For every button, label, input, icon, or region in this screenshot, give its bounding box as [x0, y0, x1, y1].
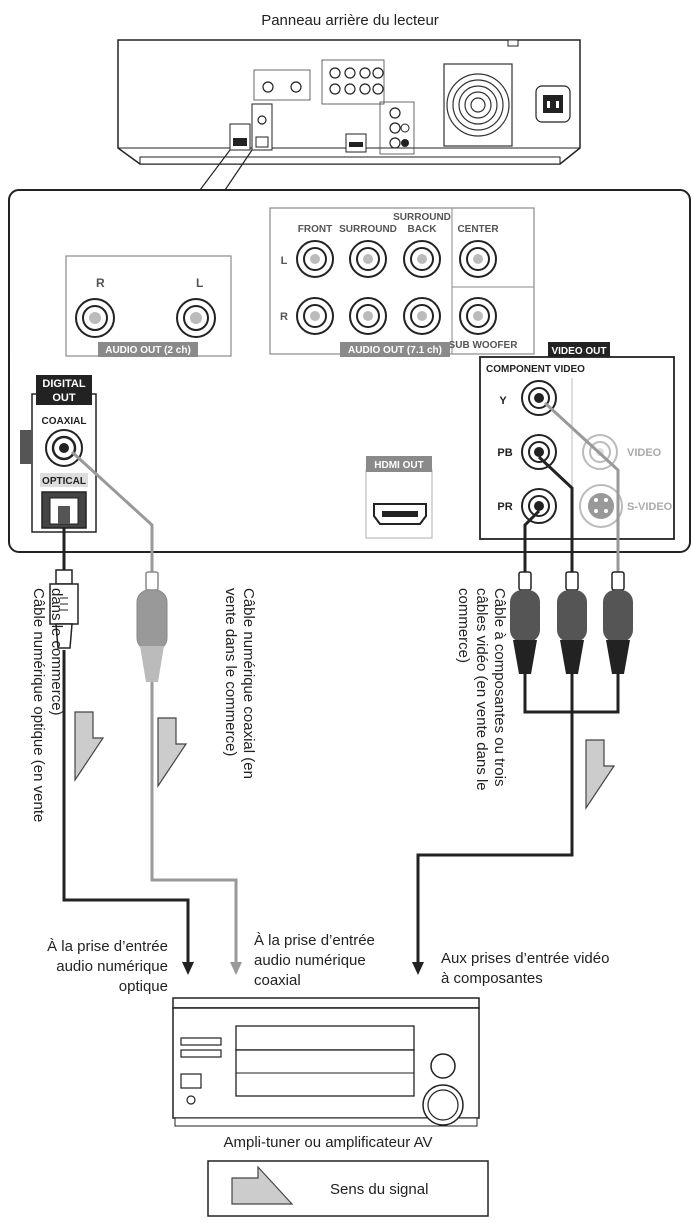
y-label: Y — [499, 395, 507, 407]
label-surround: SURROUND — [339, 224, 397, 235]
coaxial-input-label-3: coaxial — [254, 972, 301, 989]
mini-jack — [262, 81, 274, 93]
video-label: VIDEO — [627, 447, 662, 459]
diagram-title: Panneau arrière du lecteur — [261, 12, 439, 29]
arrowhead — [182, 962, 194, 975]
optical-plug — [49, 569, 79, 649]
rca-jack — [75, 298, 216, 338]
optical-cable-label-1: Câble numérique optique (en vente — [30, 588, 47, 822]
component-input-label-2: à composantes — [441, 970, 543, 987]
digital-out-group: DIGITAL OUT COAXIAL OPTICAL — [20, 375, 97, 533]
signal-arrow — [157, 717, 188, 788]
optical-input-label-1: À la prise d’entrée — [47, 938, 168, 955]
signal-arrow — [585, 739, 616, 810]
pr-label: PR — [497, 501, 512, 513]
label-front: FRONT — [298, 224, 332, 235]
component-input-label-1: Aux prises d’entrée vidéo — [441, 950, 609, 967]
label-surround-back-1: SURROUND — [393, 212, 451, 223]
optical-label: OPTICAL — [42, 476, 86, 487]
arrowhead — [412, 962, 424, 975]
arrowhead — [230, 962, 242, 975]
coaxial-input-label-1: À la prise d’entrée — [254, 932, 375, 949]
component-plug — [557, 571, 587, 674]
audio-2ch-l-label: L — [196, 276, 203, 290]
fan-grille — [443, 63, 513, 147]
player-rear-panel — [117, 39, 581, 165]
component-video-label: COMPONENT VIDEO — [486, 364, 585, 375]
component-cable-label-1: Câble à composantes ou trois — [491, 588, 508, 786]
component-plug — [603, 571, 633, 674]
optical-input-label-2: audio numérique — [56, 958, 168, 975]
video-out-label: VIDEO OUT — [551, 346, 606, 357]
coaxial-cable-label-1: Câble numérique coaxial (en — [240, 588, 257, 779]
amplifier-label: Ampli-tuner ou amplificateur AV — [224, 1134, 433, 1151]
label-l: L — [281, 255, 288, 267]
audio-out-2ch-label: AUDIO OUT (2 ch) — [105, 345, 191, 356]
coaxial-cable-label-2: vente dans le commerce) — [222, 588, 239, 756]
coaxial-plug — [136, 571, 168, 682]
component-cable-label-2: câbles vidéo (en vente dans le — [473, 588, 490, 791]
optical-input-label-3: optique — [119, 978, 168, 995]
mini-jack — [290, 81, 302, 93]
coaxial-label: COAXIAL — [42, 416, 87, 427]
digital-label-2: OUT — [52, 392, 76, 404]
video-out-group: VIDEO OUT COMPONENT VIDEO Y PB PR VIDEO … — [479, 342, 675, 540]
label-r: R — [280, 311, 288, 323]
signal-legend: Sens du signal — [207, 1160, 489, 1217]
legend-text: Sens du signal — [330, 1181, 428, 1198]
audio-out-71-group: FRONT SURROUND SURROUND BACK CENTER L R … — [269, 207, 535, 357]
digital-label-1: DIGITAL — [42, 378, 85, 390]
pb-label: PB — [497, 447, 512, 459]
label-surround-back-2: BACK — [408, 224, 438, 235]
audio-out-2ch-group: R L AUDIO OUT (2 ch) — [65, 255, 232, 357]
audio-2ch-r-label: R — [96, 276, 105, 290]
av-amplifier — [172, 997, 480, 1127]
audio-out-71-label: AUDIO OUT (7.1 ch) — [348, 345, 442, 356]
component-cable-label-3: commerce) — [455, 588, 472, 663]
optical-cable-label-2: dans le commerce) — [48, 588, 65, 716]
signal-arrow — [74, 711, 105, 782]
label-center: CENTER — [457, 224, 499, 235]
legend-arrow-icon — [231, 1165, 294, 1205]
component-plug — [510, 571, 540, 674]
label-sub-woofer: SUB WOOFER — [449, 340, 519, 351]
coaxial-input-label-2: audio numérique — [254, 952, 366, 969]
s-video-label: S-VIDEO — [627, 501, 673, 513]
hdmi-out-group: HDMI OUT — [365, 456, 433, 539]
hdmi-label: HDMI OUT — [374, 460, 423, 471]
